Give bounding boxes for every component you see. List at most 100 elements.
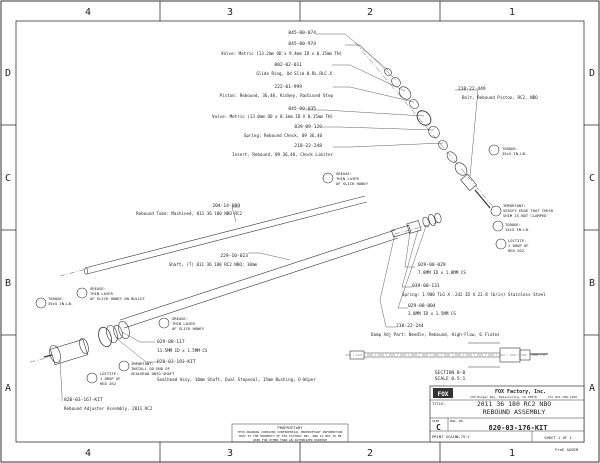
note-important-2-line1: INSTALL OD END OF [131, 366, 171, 371]
zone-left-d: D [5, 68, 11, 79]
zone-right-a: A [589, 383, 595, 394]
section-scale: SCALE 0.5:1 [435, 376, 466, 382]
zone-bottom-4: 4 [85, 448, 91, 459]
note-grease-1-line1: THIN LAYER [336, 176, 360, 181]
note-grease-2-line1: THIN LAYER [90, 291, 114, 296]
drawing-title-line-1: 2011 36 180 RC2 NBO [477, 400, 551, 408]
desc-229-10-023: Shaft, (T) 011 36 180 RC2 NBO; 10mm [169, 262, 258, 267]
proprietary-box: PROPRIETARY THIS DRAWING CONTAINS CONFID… [231, 423, 349, 443]
title-label: TITLE: [432, 401, 446, 406]
desc-039-00-131: Spring: 1.900 TLG X .242 ID X 22.8 lb/in… [402, 292, 546, 297]
note-torque-3-title: TORQUE: [48, 296, 64, 301]
desc-029-08-004: 3.0MM ID x 1.5MM CS [408, 311, 456, 316]
note-loctite-1-line2: RED 262 [508, 248, 524, 253]
desc-820-03-193-kit: Sealhead Assy, 10mm Shaft, Dual Stepseal… [157, 377, 316, 382]
part-002-02-011: 002-02-011 [274, 62, 302, 68]
desc-029-08-117: 13.5MM ID x 1.5MM CS [157, 348, 208, 353]
zone-top-4: 4 [85, 7, 91, 18]
print-scale-label: PRINT SCALE: [432, 434, 459, 439]
fox-logo-text: FOX [438, 391, 449, 398]
callout-labels: 045-00-074 045-00-974 Valve: Metric (13.… [64, 30, 546, 411]
part-210-22-248: 210-22-248 [294, 143, 322, 149]
note-torque-2-value: 15±5 IN.LB. [505, 227, 530, 232]
zone-bottom-2: 2 [367, 448, 373, 459]
section-title: SECTION B-B [435, 370, 466, 376]
note-grease-1-title: GREASE: [336, 171, 352, 176]
size-label: SIZE [432, 419, 439, 423]
note-torque-1-title: TORQUE: [502, 146, 518, 151]
zone-top-2: 2 [367, 7, 373, 18]
desc-820-03-167-kit: Rebound Adjuster Assembly, 2011 RC2 [64, 406, 153, 411]
proprietary-text-1: THIS DRAWING CONTAINS CONFIDENTIAL PROPR… [238, 430, 343, 434]
zone-left-c: C [5, 173, 11, 184]
note-torque-2-title: TORQUE: [505, 222, 521, 227]
sheet-number: SHEET 1 OF 1 [544, 435, 572, 440]
company-address: 130 Hangar Way, Watsonville, CA 95076 [470, 395, 537, 399]
note-grease-3-line2: OF SLICK HONEY [172, 326, 205, 331]
leader-lines [59, 33, 479, 401]
proprietary-heading: PROPRIETARY [277, 425, 303, 430]
note-important-1-line1: VERIFY EDGE THAT CHECK [503, 208, 554, 213]
proprietary-text-2: THAT IS THE PROPERTY OF FOX FACTORY INC.… [239, 434, 342, 438]
part-029-08-004: 029-08-004 [408, 303, 436, 309]
zone-right-b: B [589, 278, 595, 289]
note-loctite-1-line1: 1 DROP OF [508, 243, 529, 248]
part-204-14-009: 204-14-009 [212, 203, 240, 209]
part-820-03-167-kit: 820-03-167-KIT [64, 397, 103, 403]
desc-045-00-035: Valve: Metric (13.0mm OD x 8.1mm ID X 0.… [212, 114, 333, 119]
part-029-08-029: 029-08-029 [418, 262, 446, 268]
zone-left-b: B [5, 278, 11, 289]
note-loctite-1-title: LOCTITE: [508, 238, 526, 243]
part-210-22-449: 210-22-449 [458, 86, 486, 92]
desc-204-14-009: Rebound Tube: Machined, 011 36 180 NBO R… [136, 211, 242, 216]
zone-labels: 4 3 2 1 4 3 2 1 D C B A D C B A [5, 7, 595, 459]
title-block: FOX FOX Factory, Inc. 130 Hangar Way, Wa… [429, 385, 585, 443]
zone-top-1: 1 [509, 7, 515, 18]
assembly-notes: TORQUE: 35±5 IN.LB. GREASE: THIN LAYER O… [35, 144, 554, 386]
sheet-size: C [436, 423, 441, 432]
piston-stack [354, 41, 501, 216]
note-grease-2-title: GREASE: [90, 286, 106, 291]
part-820-03-193-kit: 820-03-193-KIT [157, 359, 196, 365]
note-important-1-line2: SHIM IS NOT CLAMPED [503, 213, 547, 218]
part-039-09-120: 039-09-120 [294, 124, 322, 130]
desc-210-22-449: Bolt, Rebound Piston, RC2, NBO [462, 95, 538, 100]
zone-top-3: 3 [227, 7, 233, 18]
company-phone: Tel 831.768.1100 [548, 395, 577, 399]
drawing-title-line-2: REBOUND ASSEMBLY [483, 408, 546, 416]
shaft-assembly [29, 212, 442, 365]
note-grease-1-line2: OF SLICK HONEY [336, 181, 369, 186]
dwg-no-label: DWG. NO. [450, 419, 465, 423]
part-210-22-244: 210-22-244 [396, 323, 424, 329]
desc-039-09-120: Spring: Rebound Check, 09 36,40 [244, 133, 323, 138]
zone-right-c: C [589, 173, 595, 184]
zone-left-a: A [5, 383, 11, 394]
note-important-2-title: IMPORTANT: [131, 361, 154, 366]
part-029-08-117: 029-08-117 [157, 339, 185, 345]
company-name: FOX Factory, Inc. [495, 389, 546, 395]
part-045-00-074: 045-00-074 [288, 30, 316, 36]
part-039-00-131: 039-00-131 [412, 283, 440, 289]
note-loctite-2-line1: 1 DROP OF [100, 376, 121, 381]
zone-bottom-1: 1 [509, 448, 515, 459]
note-torque-1-value: 35±5 IN.LB. [502, 151, 527, 156]
desc-210-22-244: Damp Adj Part: Needle, Rebound, High-Flo… [371, 332, 500, 337]
note-loctite-2-line2: RED 262 [100, 381, 116, 386]
drawn-by: ProE ASSEM [555, 447, 579, 452]
desc-002-02-011: Glide Ring, Od Slim 0.RL.RLC.X [256, 71, 332, 76]
note-grease-2-line2: OF SLICK HONEY ON BULLET [90, 296, 146, 301]
rebound-tube [59, 195, 368, 277]
zone-right-d: D [589, 68, 595, 79]
part-222-01-999: 222-01-999 [274, 84, 302, 90]
desc-029-08-029: 7.0MM ID x 1.0MM CS [418, 270, 466, 275]
desc-222-01-999: Piston: Rebound, 36,40, Kidney, Radiused… [220, 93, 334, 98]
desc-045-00-974: Valve: Metric (13.2mm OD x 9.4mm ID x 0.… [221, 51, 342, 56]
proprietary-text-3: USED FOR OTHER THAN AN AUTHORIZED PURPOS… [253, 438, 327, 442]
section-b-b-view [345, 342, 548, 368]
note-important-2-line2: SEALHEAD ONTO SHAFT [131, 371, 175, 376]
note-grease-3-title: GREASE: [172, 316, 188, 321]
part-045-00-035: 045-00-035 [288, 106, 316, 112]
print-scale-value: 0.75:1 [456, 434, 470, 439]
note-loctite-2-title: LOCTITE: [100, 371, 118, 376]
